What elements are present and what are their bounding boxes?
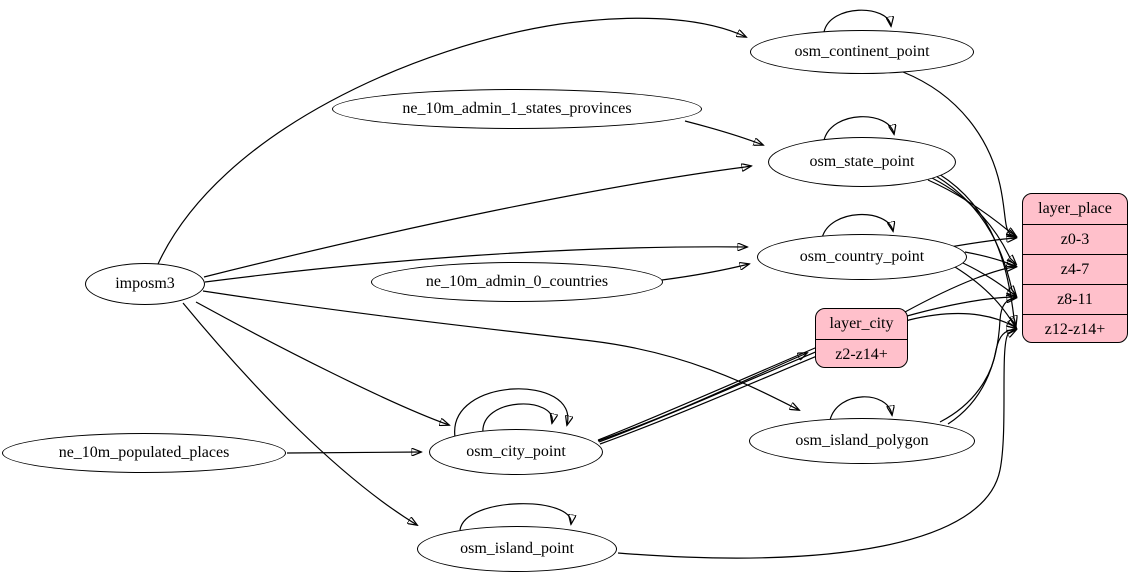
self-loop-island-polygon: [829, 396, 892, 421]
node-ne-10m-admin-1-states-provinces: ne_10m_admin_1_states_provinces: [332, 89, 702, 129]
edge-state-z4-7: [931, 177, 1016, 264]
layer-place-row-z4-7: z4-7: [1023, 254, 1127, 284]
node-osm-continent-point-label: osm_continent_point: [794, 43, 930, 60]
node-imposm3-label: imposm3: [115, 275, 175, 292]
self-loop-continent: [823, 9, 891, 33]
node-osm-continent-point: osm_continent_point: [750, 30, 974, 74]
edge-state-z8-11: [935, 175, 1016, 295]
edge-imposm3-state: [203, 166, 751, 278]
node-osm-state-point: osm_state_point: [768, 137, 956, 187]
layer-place-row-z8-11: z8-11: [1023, 284, 1127, 314]
record-layer-city: layer_city z2-z14+: [815, 308, 908, 368]
node-osm-city-point-label: osm_city_point: [466, 443, 566, 460]
edge-ne-admin0-country: [661, 264, 749, 281]
layer-place-row-z12-z14: z12-z14+: [1023, 314, 1127, 342]
self-loop-country: [821, 213, 893, 239]
layer-city-title: layer_city: [829, 315, 894, 332]
node-osm-island-polygon: osm_island_polygon: [749, 418, 975, 464]
node-imposm3: imposm3: [85, 263, 205, 305]
node-osm-island-point: osm_island_point: [417, 526, 617, 572]
edge-island-polygon-z8-11: [947, 298, 1016, 425]
edge-state-z0-3: [927, 179, 1016, 236]
node-osm-country-point: osm_country_point: [757, 234, 967, 280]
edge-imposm3-country: [204, 247, 747, 283]
edge-island-point-z12-z14: [617, 330, 1016, 559]
edge-imposm3-island-polygon: [202, 290, 799, 410]
node-osm-city-point: osm_city_point: [429, 429, 603, 475]
self-loop-city-inner: [482, 403, 552, 435]
record-layer-place: layer_place z0-3 z4-7 z8-11 z12-z14+: [1022, 193, 1128, 343]
edge-continent-z0-3: [902, 71, 1016, 237]
edge-imposm3-island-point: [182, 302, 417, 525]
node-osm-island-polygon-label: osm_island_polygon: [795, 432, 929, 449]
node-ne-10m-admin-0-countries-label: ne_10m_admin_0_countries: [425, 273, 609, 290]
node-ne-10m-populated-places: ne_10m_populated_places: [2, 433, 286, 473]
self-loop-city-outer: [454, 388, 568, 438]
edge-imposm3-continent: [157, 17, 746, 265]
self-loop-state: [823, 116, 894, 141]
node-ne-10m-populated-places-label: ne_10m_populated_places: [58, 444, 230, 461]
self-loop-island-point: [459, 503, 571, 531]
node-osm-state-point-label: osm_state_point: [809, 153, 915, 170]
edge-country-z0-3: [949, 238, 1016, 248]
layer-city-row-z2-z14: z2-z14+: [816, 339, 907, 367]
edge-ne-admin1-state: [684, 120, 763, 145]
layer-place-row-z0-3: z0-3: [1023, 224, 1127, 254]
edge-imposm3-city: [195, 301, 449, 425]
node-osm-country-point-label: osm_country_point: [799, 248, 925, 265]
layer-place-title: layer_place: [1038, 200, 1112, 217]
edge-ne-populated-city: [286, 452, 421, 453]
node-ne-10m-admin-0-countries: ne_10m_admin_0_countries: [371, 262, 663, 302]
edge-state-z12-z14: [938, 173, 1016, 325]
node-ne-10m-admin-1-states-provinces-label: ne_10m_admin_1_states_provinces: [402, 100, 632, 117]
node-osm-island-point-label: osm_island_point: [460, 540, 574, 557]
